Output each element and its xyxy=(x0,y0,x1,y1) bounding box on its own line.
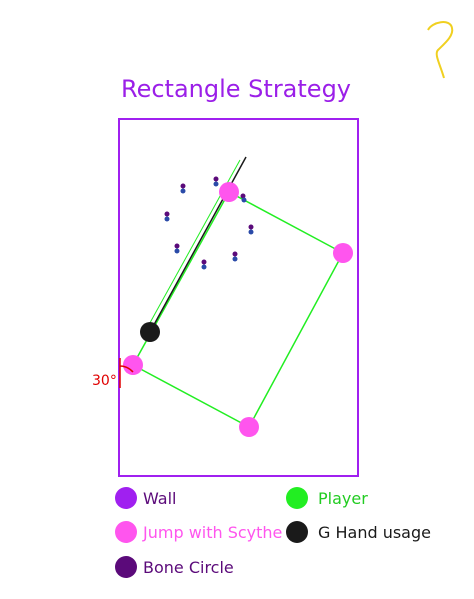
bone-dot xyxy=(201,264,207,270)
bone-dot xyxy=(180,188,186,194)
legend-jump-swatch xyxy=(115,521,137,543)
bone-dot xyxy=(164,211,170,217)
bone-circle xyxy=(164,176,254,270)
bone-dot xyxy=(213,181,219,187)
jump-point xyxy=(333,243,353,263)
legend-ghand-label: G Hand usage xyxy=(318,523,431,542)
bone-dot xyxy=(248,229,254,235)
bone-dot xyxy=(201,259,207,265)
bone-dot xyxy=(248,224,254,230)
legend-wall-swatch xyxy=(115,487,137,509)
bone-dot xyxy=(241,197,247,203)
g-hand-point xyxy=(140,322,160,342)
legend-ghand-swatch xyxy=(286,521,308,543)
legend: Wall Player Jump with Scythe G Hand usag… xyxy=(115,487,431,578)
bone-dot xyxy=(174,248,180,254)
legend-bone-label: Bone Circle xyxy=(143,558,234,577)
legend-player-label: Player xyxy=(318,489,368,508)
legend-player-swatch xyxy=(286,487,308,509)
jump-point xyxy=(239,417,259,437)
jump-point xyxy=(219,182,239,202)
doodle-mark xyxy=(427,21,454,79)
bone-dot xyxy=(213,176,219,182)
bone-dot xyxy=(240,193,246,199)
bone-dot xyxy=(164,216,170,222)
bone-dot xyxy=(232,251,238,257)
bone-dot xyxy=(180,183,186,189)
legend-jump-label: Jump with Scythe xyxy=(142,523,282,542)
legend-bone-swatch xyxy=(115,556,137,578)
bone-dot xyxy=(174,243,180,249)
diagram-title: Rectangle Strategy xyxy=(121,75,351,103)
angle-label: 30° xyxy=(92,373,117,389)
player-path xyxy=(131,191,345,429)
angle-arc xyxy=(119,358,134,388)
bone-dot xyxy=(232,256,238,262)
jump-point xyxy=(123,355,143,375)
legend-wall-label: Wall xyxy=(143,489,177,508)
wall-boundary xyxy=(118,118,359,477)
